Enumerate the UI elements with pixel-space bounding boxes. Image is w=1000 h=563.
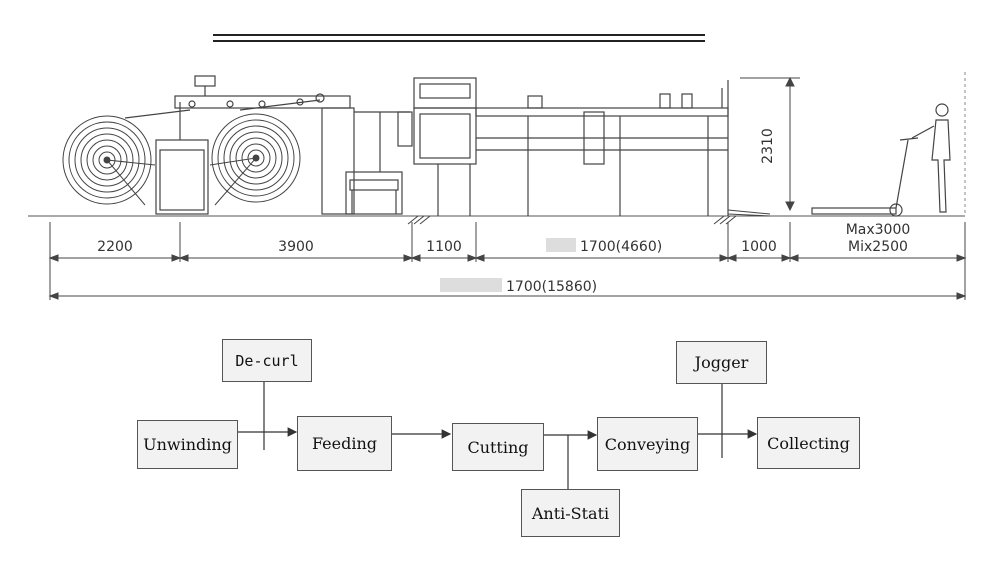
dimension-line-row1 [48,222,967,300]
height-dimension [740,76,800,212]
blurred-prefix-1 [546,238,576,252]
collecting-box: Collecting [757,417,860,469]
dim-max: Max3000 [846,222,911,238]
unwind-reel-left [62,115,156,206]
jogger-box: Jogger [676,341,767,384]
unwind-stand [124,75,351,215]
dim-1100: 1100 [426,239,462,255]
dim-total: 1700(15860) [506,279,597,295]
height-label: 2310 [760,128,776,164]
dim-3900: 3900 [278,239,314,255]
dim-min: Mix2500 [848,239,908,255]
unwinding-box: Unwinding [137,420,238,469]
decurl-box: De-curl [222,339,312,382]
dim-2200: 2200 [97,239,133,255]
pallet-jack [811,137,919,217]
cutting-unit [397,77,477,216]
conveyor [475,80,729,216]
top-double-line [213,34,705,42]
operator-figure [911,103,951,213]
anti-static-box: Anti-Stati [521,489,620,537]
unwind-reel-right [209,113,301,206]
feeding-box: Feeding [297,416,392,471]
dim-conveyor: 1700(4660) [580,239,662,255]
dim-1000: 1000 [741,239,777,255]
cutting-box: Cutting [452,423,544,471]
collection-ramp [727,209,771,217]
flow-connectors [238,382,758,490]
ground-hatches [407,215,737,225]
feeding-frame [321,107,410,215]
conveying-box: Conveying [597,417,698,471]
dimension-line-total [48,292,967,300]
blurred-prefix-2 [440,278,502,292]
